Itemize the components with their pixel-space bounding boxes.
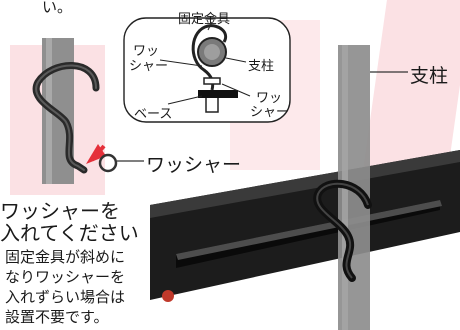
washer-label-left: ワッシャー xyxy=(146,154,242,176)
note-line-3: 入れずらい場合は xyxy=(5,288,126,306)
diagram-washer-label-left-1: ワッ xyxy=(133,44,160,59)
diagram-washer-label-right-1: ワッ xyxy=(256,91,283,106)
diagram-washer-label-left-2: シャー xyxy=(129,59,169,74)
diagram-pillar-label: 支柱 xyxy=(248,59,275,74)
diagram-washer-label-right-2: シャー xyxy=(250,105,290,120)
note-line-2: なりワッシャーを xyxy=(5,268,126,286)
instruction-line-2: 入れてください xyxy=(0,221,139,245)
pillar-label-right: 支柱 xyxy=(410,65,449,87)
note-line-4: 設置不要です。 xyxy=(5,308,109,326)
note-line-1: 固定金具が斜めに xyxy=(5,248,126,266)
diagram-base-label: ベース xyxy=(134,107,173,122)
top-text-fragment: い。 xyxy=(42,0,73,16)
diagram-fixture-label: 固定金具 xyxy=(178,12,231,27)
instruction-line-1: ワッシャーを xyxy=(0,199,120,223)
